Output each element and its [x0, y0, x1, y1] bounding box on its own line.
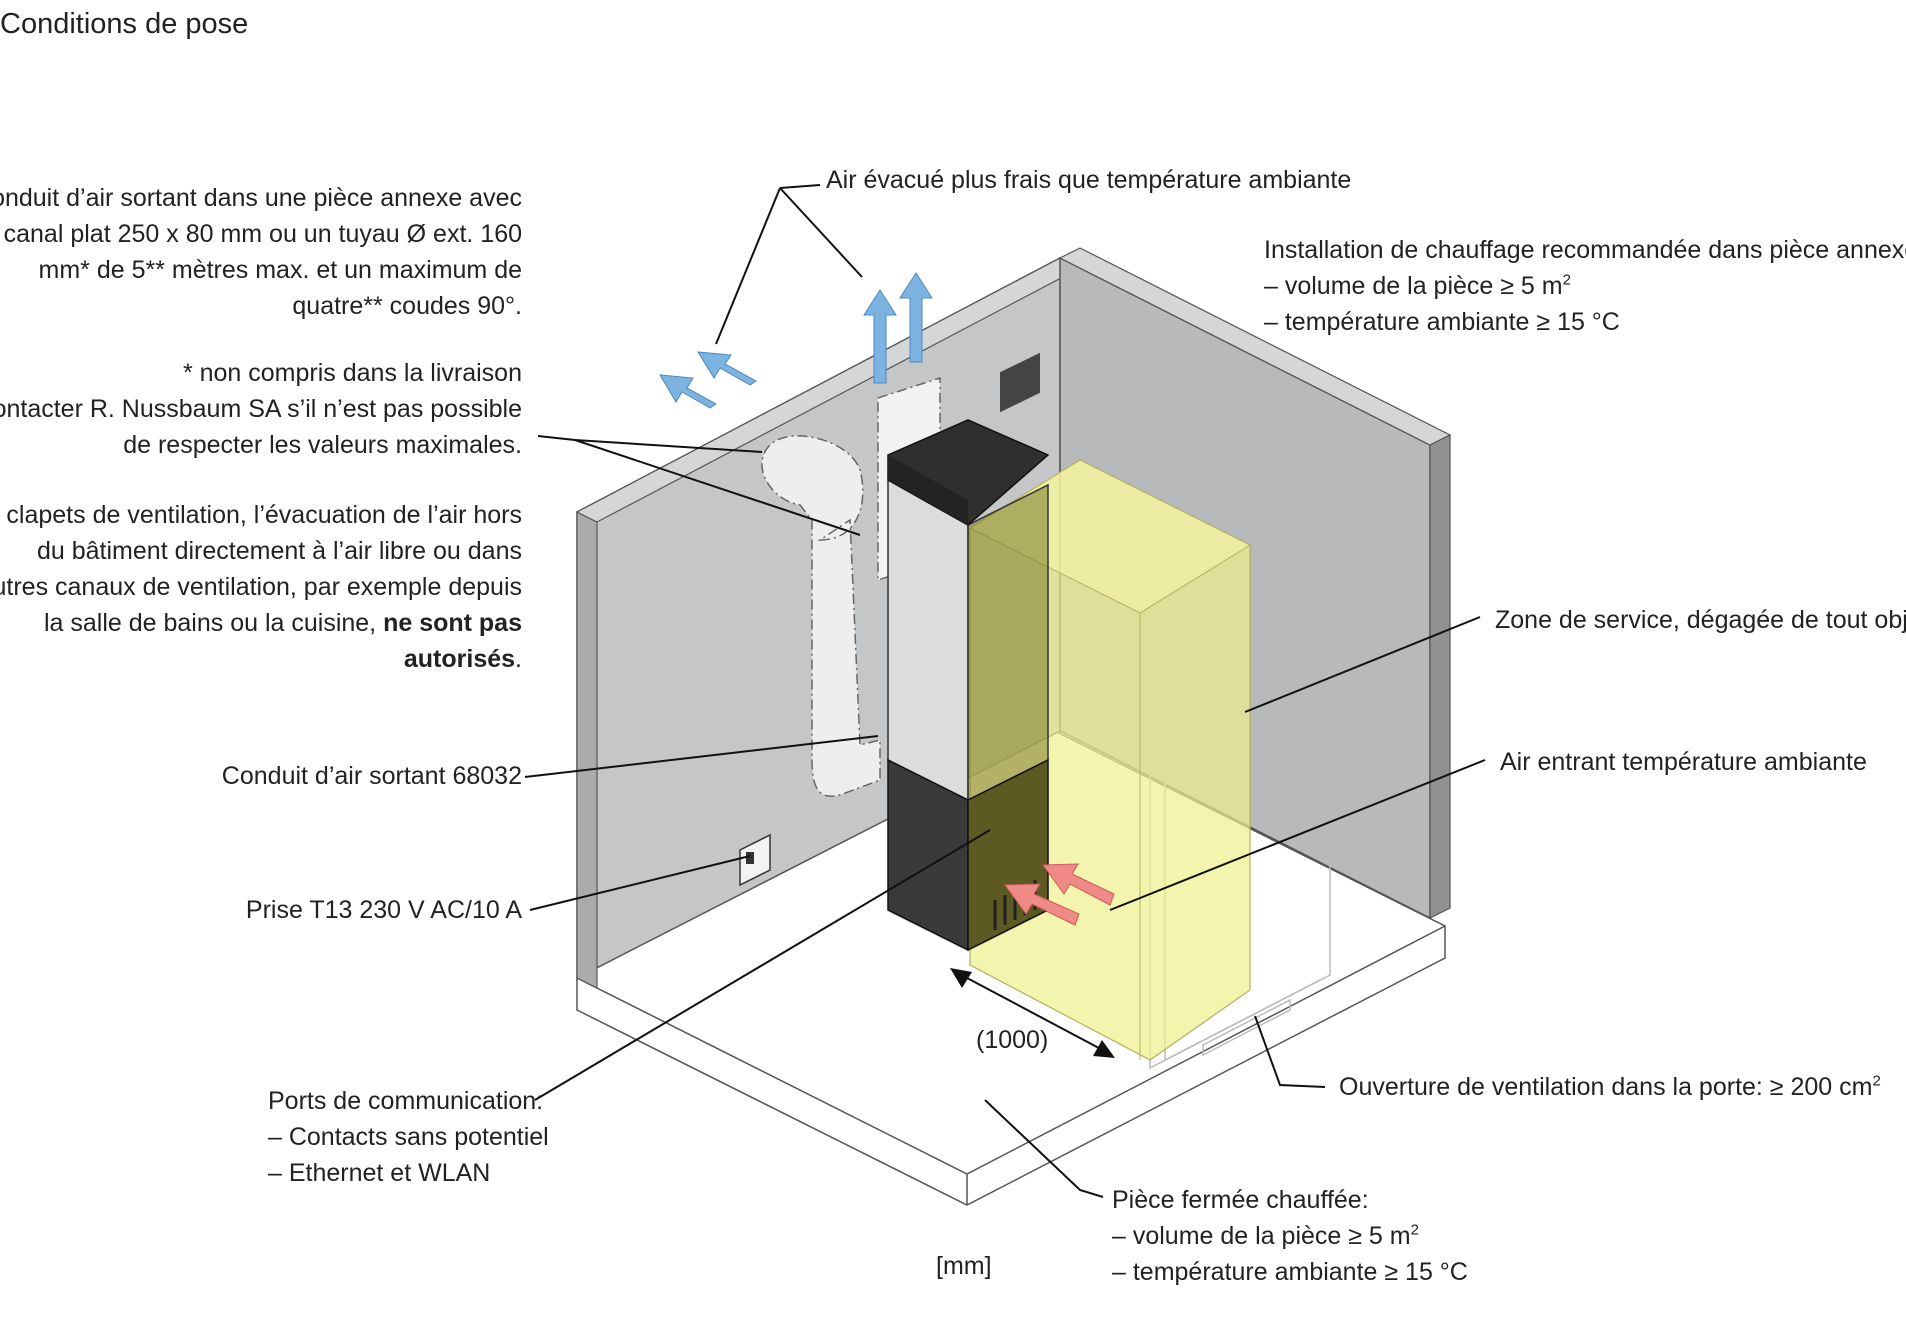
air-out-label: Air évacué plus frais que température am… [826, 166, 1352, 194]
service-zone-label: Zone de service, dégagée de tout objet [1495, 606, 1906, 634]
exhaust-duct-label: Conduit d’air sortant dans une pièce ann… [0, 180, 522, 324]
prohibition-line-3: d’autres canaux de ventilation, par exem… [0, 573, 522, 601]
ports-line-3: – Ethernet et WLAN [268, 1159, 491, 1187]
heated-room-label: Pièce fermée chauffée: – volume de la pi… [1112, 1182, 1468, 1290]
note-line-2: ** Contacter R. Nussbaum SA s’il n’est p… [0, 395, 522, 423]
page-title: Conditions de pose [0, 8, 249, 40]
unit-label: [mm] [936, 1252, 992, 1280]
door-vent-text: Ouverture de ventilation dans la porte: … [1339, 1073, 1873, 1101]
air-in-label: Air entrant température ambiante [1500, 748, 1867, 776]
dimension-label: (1000) [976, 1026, 1049, 1054]
room-line-1: Pièce fermée chauffée: [1112, 1186, 1369, 1214]
door-vent-superscript: 2 [1872, 1072, 1881, 1090]
socket-label: Prise T13 230 V AC/10 A [245, 896, 522, 924]
socket-icon [739, 833, 771, 887]
room-line-2: – volume de la pièce ≥ 5 m2 [1112, 1218, 1468, 1254]
heat-pump-unit [887, 352, 1050, 952]
prohibition-line-1: Les clapets de ventilation, l’évacuation… [0, 501, 522, 529]
door-vent-label: Ouverture de ventilation dans la porte: … [1339, 1069, 1881, 1105]
dimension-arrow [950, 968, 1115, 1058]
room-volume-superscript: 2 [1410, 1221, 1419, 1239]
prohibition-line-4: la salle de bains ou la cuisine, ne sont… [0, 605, 522, 641]
air-out-arrows [659, 272, 933, 409]
prohibition-line-5: autorisés. [0, 641, 522, 677]
duct-part-label: Conduit d’air sortant 68032 [221, 762, 522, 790]
room-volume-text: – volume de la pièce ≥ 5 m [1112, 1222, 1411, 1250]
exhaust-duct-line-4: quatre** coudes 90°. [292, 292, 522, 320]
install-line-2: – volume de la pièce ≥ 5 m2 [1264, 268, 1906, 304]
install-volume-text: – volume de la pièce ≥ 5 m [1264, 272, 1563, 300]
note-line-1: * non compris dans la livraison [182, 359, 522, 387]
room-line-3: – température ambiante ≥ 15 °C [1112, 1258, 1468, 1286]
exhaust-duct-line-2: un canal plat 250 x 80 mm ou un tuyau Ø … [0, 220, 522, 248]
exhaust-duct-line-1: Conduit d’air sortant dans une pièce ann… [0, 184, 522, 212]
install-line-1: Installation de chauffage recommandée da… [1264, 236, 1906, 264]
ports-line-2: – Contacts sans potentiel [268, 1123, 549, 1151]
install-volume-superscript: 2 [1562, 271, 1571, 289]
ports-line-1: Ports de communication: [268, 1087, 544, 1115]
exhaust-duct-line-3: mm* de 5** mètres max. et un maximum de [38, 256, 523, 284]
air-in-arrows [1004, 863, 1115, 926]
install-line-3: – température ambiante ≥ 15 °C [1264, 308, 1620, 336]
prohibition-period: . [515, 645, 522, 673]
ports-label: Ports de communication: – Contacts sans … [268, 1083, 549, 1191]
delivery-note: * non compris dans la livraison ** Conta… [0, 355, 522, 463]
leader-lines [524, 184, 1486, 1198]
note-line-3: de respecter les valeurs maximales. [123, 431, 522, 459]
prohibition-note: Les clapets de ventilation, l’évacuation… [0, 497, 522, 677]
prohibition-emphasis-2: autorisés [403, 645, 516, 673]
install-recommendation: Installation de chauffage recommandée da… [1264, 232, 1906, 340]
prohibition-emphasis-1: ne sont pas [383, 609, 522, 637]
prohibition-line-4-text: la salle de bains ou la cuisine, [43, 609, 384, 637]
prohibition-line-2: du bâtiment directement à l’air libre ou… [37, 537, 522, 565]
